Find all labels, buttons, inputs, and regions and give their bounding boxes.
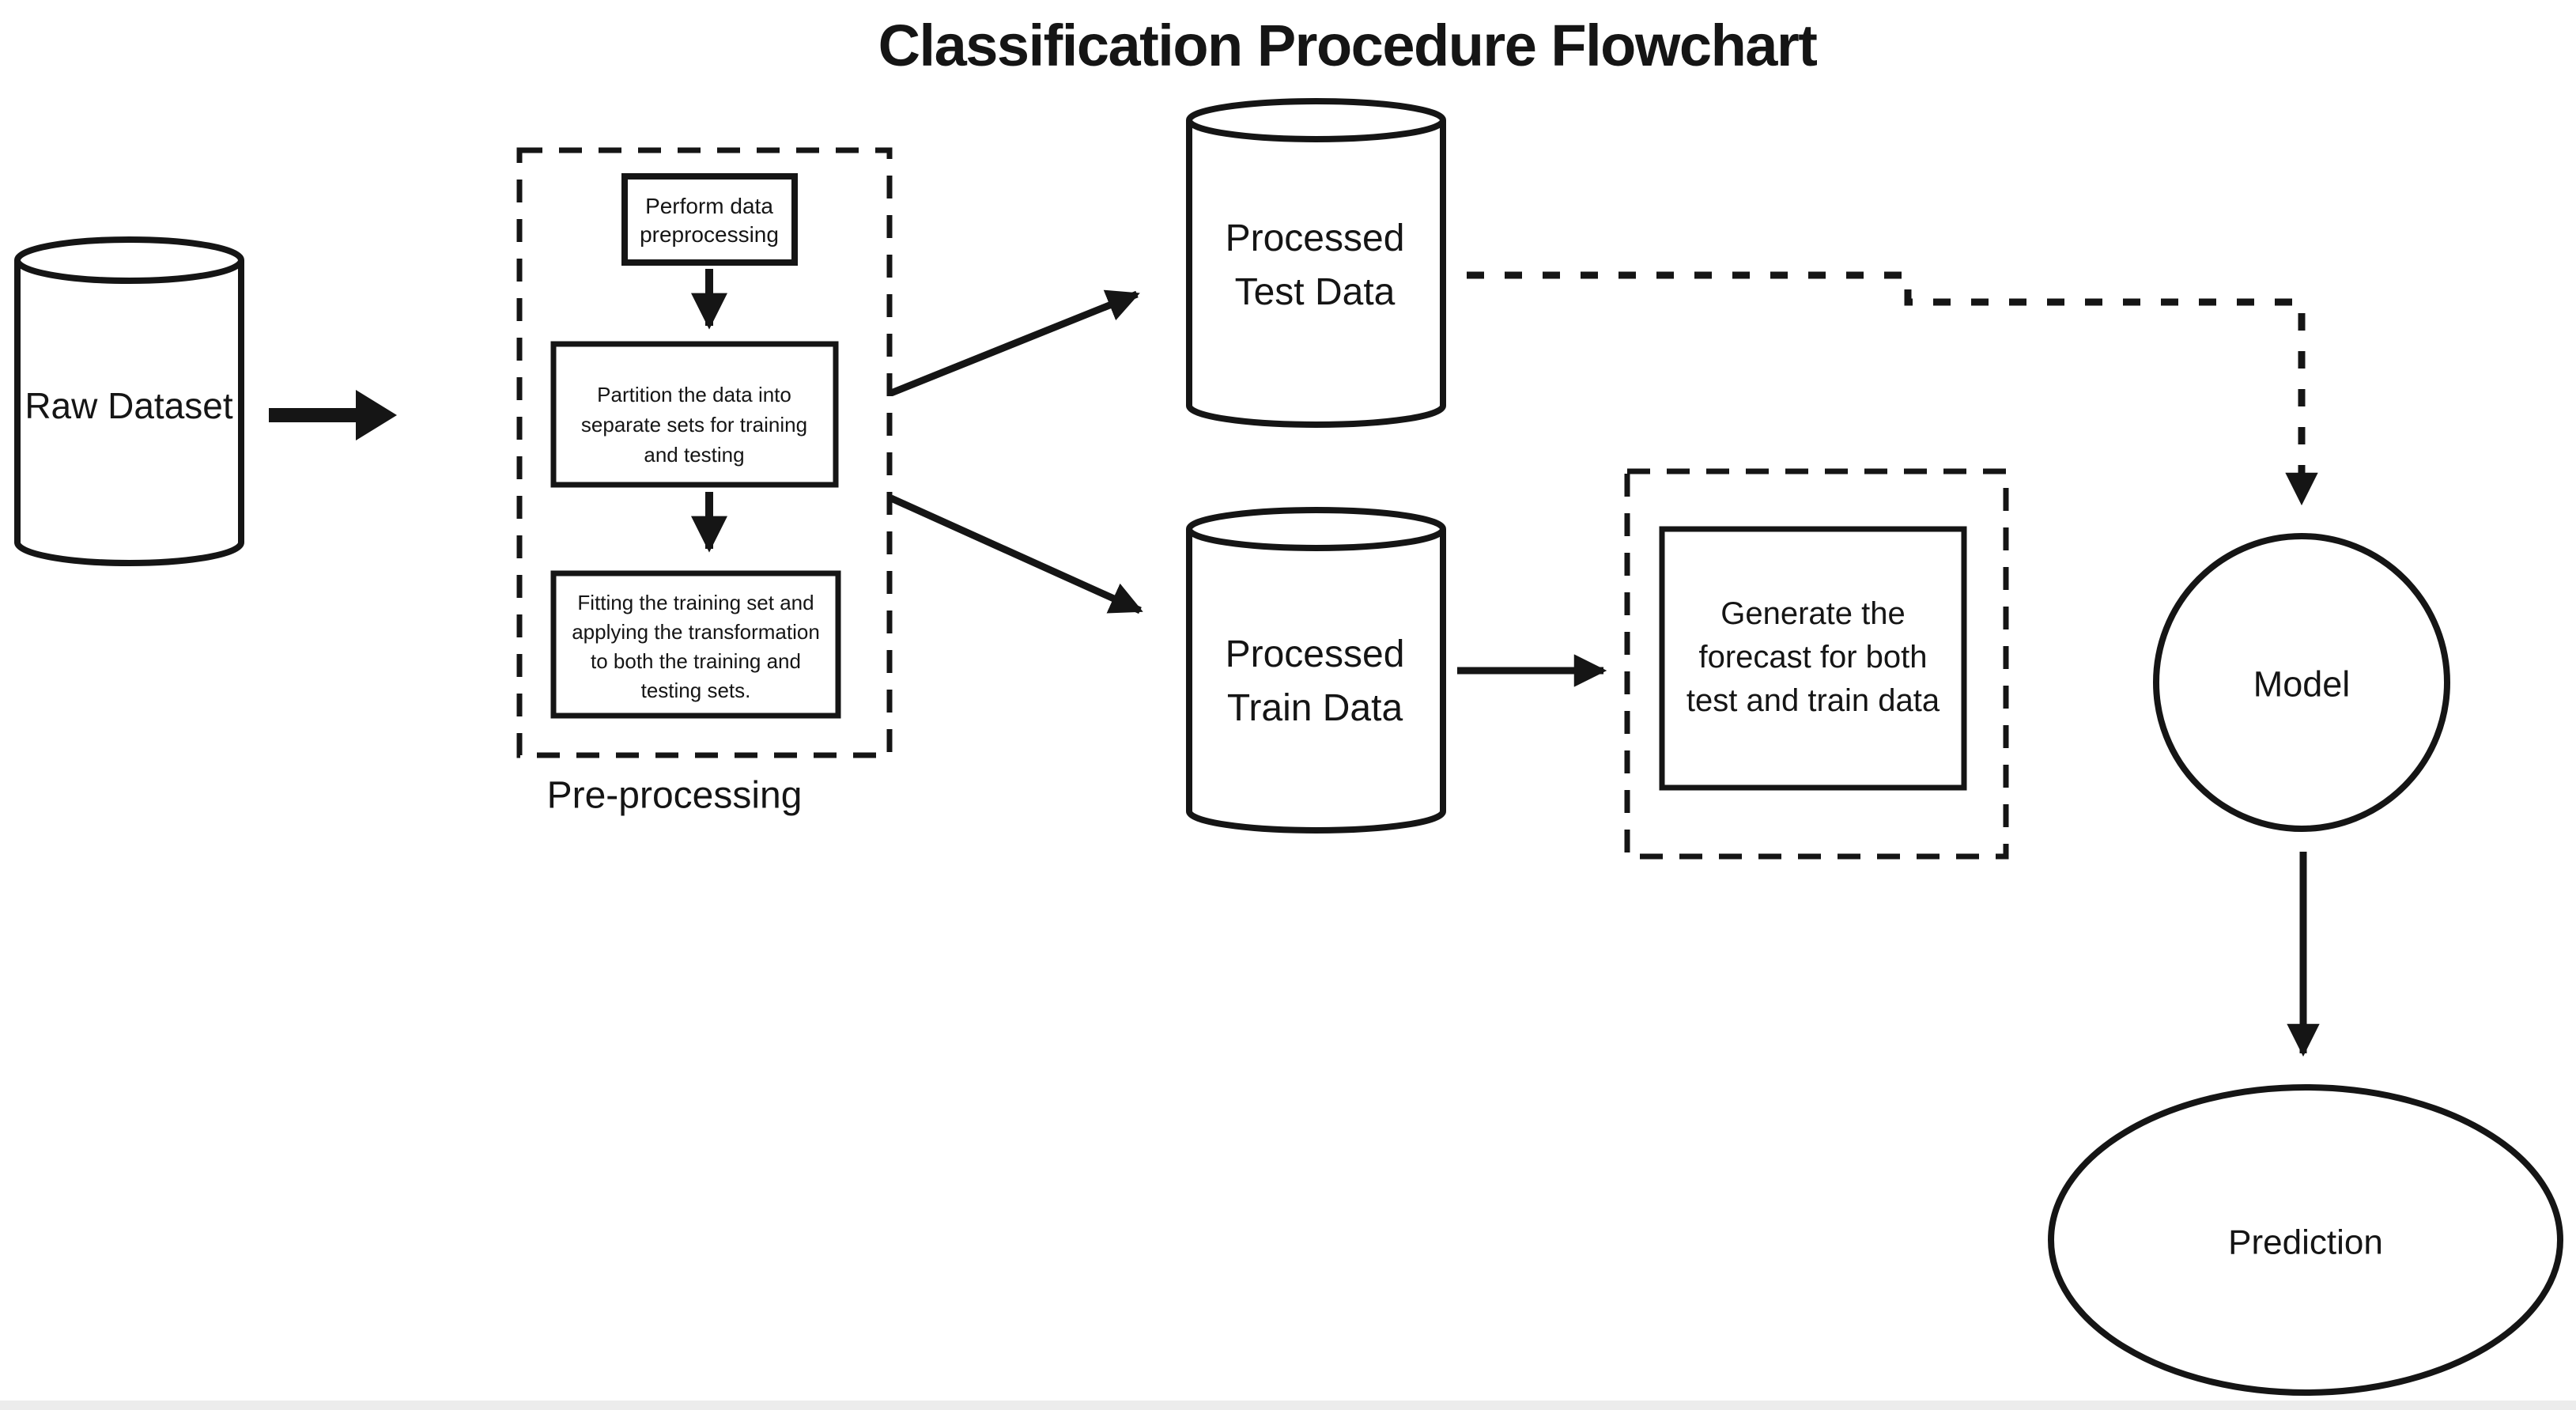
partition-data-label: Partition the data into separate sets fo…	[580, 383, 808, 467]
preprocessing-group-label: Pre-processing	[546, 774, 803, 817]
partition-data-box	[550, 341, 839, 488]
raw-dataset-label: Raw Dataset	[25, 384, 233, 426]
perform-preprocessing-box	[621, 173, 798, 266]
page-title: Classification Procedure Flowchart	[878, 13, 1818, 79]
model-circle	[2153, 533, 2450, 832]
fit-transform-box	[550, 570, 841, 719]
edge-test-data-to-model	[1467, 271, 2318, 506]
fit-transform-label: Fitting the training set and applying th…	[572, 591, 820, 702]
processed-test-data-label: Processed Test Data	[1225, 217, 1405, 313]
processed-train-data-cylinder	[1186, 507, 1446, 834]
model-label: Model	[2253, 663, 2351, 705]
preprocessing-group-border	[516, 147, 893, 758]
edge-raw-dataset-to-preprocessing	[269, 390, 397, 440]
edge-preprocessing-to-test-data	[890, 289, 1140, 397]
prediction-label: Prediction	[2228, 1223, 2383, 1262]
raw-dataset-cylinder	[14, 236, 244, 566]
generate-forecast-label: Generate the forecast for both test and …	[1686, 596, 1940, 719]
edge-preprocessing-to-train-data	[890, 494, 1143, 614]
generate-forecast-box	[1659, 526, 1967, 791]
bottom-band	[0, 1401, 2576, 1410]
prediction-ellipse	[2048, 1084, 2563, 1396]
perform-preprocessing-label: Perform data preprocessing	[640, 194, 779, 247]
processed-train-data-label: Processed Train Data	[1225, 633, 1405, 729]
processed-test-data-cylinder	[1186, 98, 1446, 428]
generate-forecast-group-border	[1624, 468, 2009, 860]
